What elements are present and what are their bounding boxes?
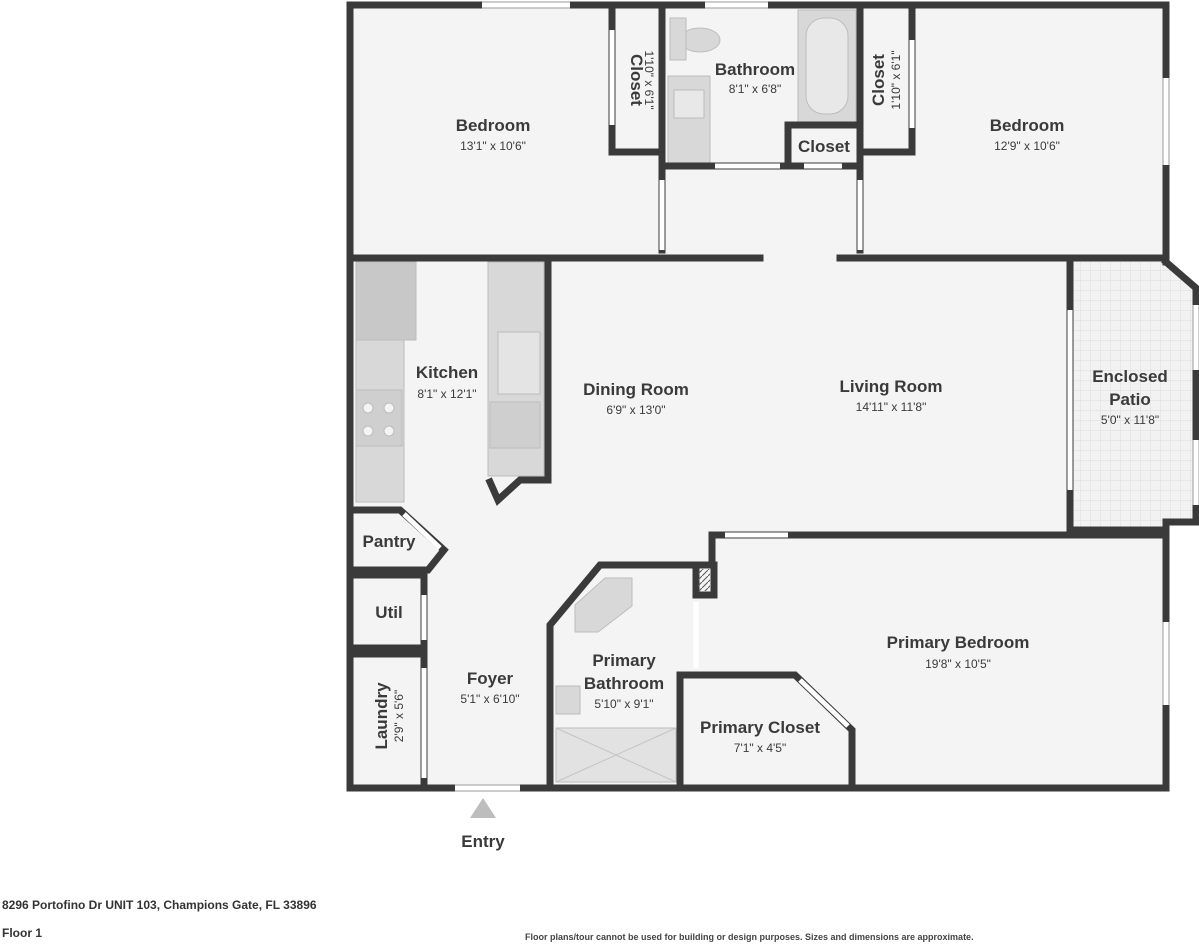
room-name: Primary Closet xyxy=(700,718,820,737)
room-name: Dining Room xyxy=(583,380,689,399)
primary-toilet xyxy=(555,685,581,715)
windows-doors xyxy=(402,2,1199,791)
room-name: Primary xyxy=(592,651,656,670)
room-name: Living Room xyxy=(840,377,943,396)
room-dimensions: 12'9" x 10'6" xyxy=(994,139,1060,153)
room-labels: Bedroom 13'1" x 10'6" Closet 1'10" x 6'1… xyxy=(363,50,1168,755)
entry-arrow-icon xyxy=(470,798,496,818)
room-dimensions: 6'9" x 13'0" xyxy=(606,403,665,417)
room-name: Patio xyxy=(1109,390,1151,409)
primary-vanity xyxy=(574,577,633,633)
stove xyxy=(355,389,403,447)
room-name: Bedroom xyxy=(456,116,531,135)
room-dimensions: 1'10" x 6'1" xyxy=(642,50,656,109)
room-dimensions: 2'9" x 5'6" xyxy=(392,690,406,742)
floor-fill xyxy=(350,5,1196,788)
entry-label: Entry xyxy=(461,832,505,851)
refrigerator xyxy=(355,261,417,341)
room-dimensions: 8'1" x 12'1" xyxy=(417,387,476,401)
bathroom-vanity xyxy=(667,75,711,165)
dishwasher xyxy=(489,401,541,449)
disclaimer-text: Floor plans/tour cannot be used for buil… xyxy=(525,932,974,942)
room-name: Util xyxy=(375,603,402,622)
room-name: Closet xyxy=(627,54,646,106)
room-name: Closet xyxy=(869,54,888,106)
kitchen-sink xyxy=(497,331,541,395)
hatched-chase xyxy=(698,569,710,591)
property-address: 8296 Portofino Dr UNIT 103, Champions Ga… xyxy=(2,898,317,912)
room-name: Closet xyxy=(798,137,850,156)
room-name: Kitchen xyxy=(416,363,478,382)
window-frames xyxy=(455,1,1199,792)
room-name: Foyer xyxy=(467,669,514,688)
room-name: Bathroom xyxy=(584,674,664,693)
room-dimensions: 5'10" x 9'1" xyxy=(594,697,653,711)
room-name: Primary Bedroom xyxy=(887,633,1030,652)
room-dimensions: 1'10" x 6'1" xyxy=(889,50,903,109)
room-name: Bedroom xyxy=(990,116,1065,135)
room-dimensions: 14'11" x 11'8" xyxy=(856,400,927,414)
floor-label: Floor 1 xyxy=(2,926,43,940)
room-dimensions: 8'1" x 6'8" xyxy=(729,82,781,96)
fixtures xyxy=(355,9,857,783)
room-dimensions: 5'0" x 11'8" xyxy=(1101,413,1159,427)
room-dimensions: 19'8" x 10'5" xyxy=(925,657,991,671)
room-dimensions: 7'1" x 4'5" xyxy=(734,741,786,755)
room-name: Enclosed xyxy=(1092,367,1168,386)
room-name: Pantry xyxy=(363,532,416,551)
room-dimensions: 5'1" x 6'10" xyxy=(460,692,519,706)
room-name: Laundry xyxy=(372,682,391,750)
room-dimensions: 13'1" x 10'6" xyxy=(460,139,526,153)
room-name: Bathroom xyxy=(715,60,795,79)
